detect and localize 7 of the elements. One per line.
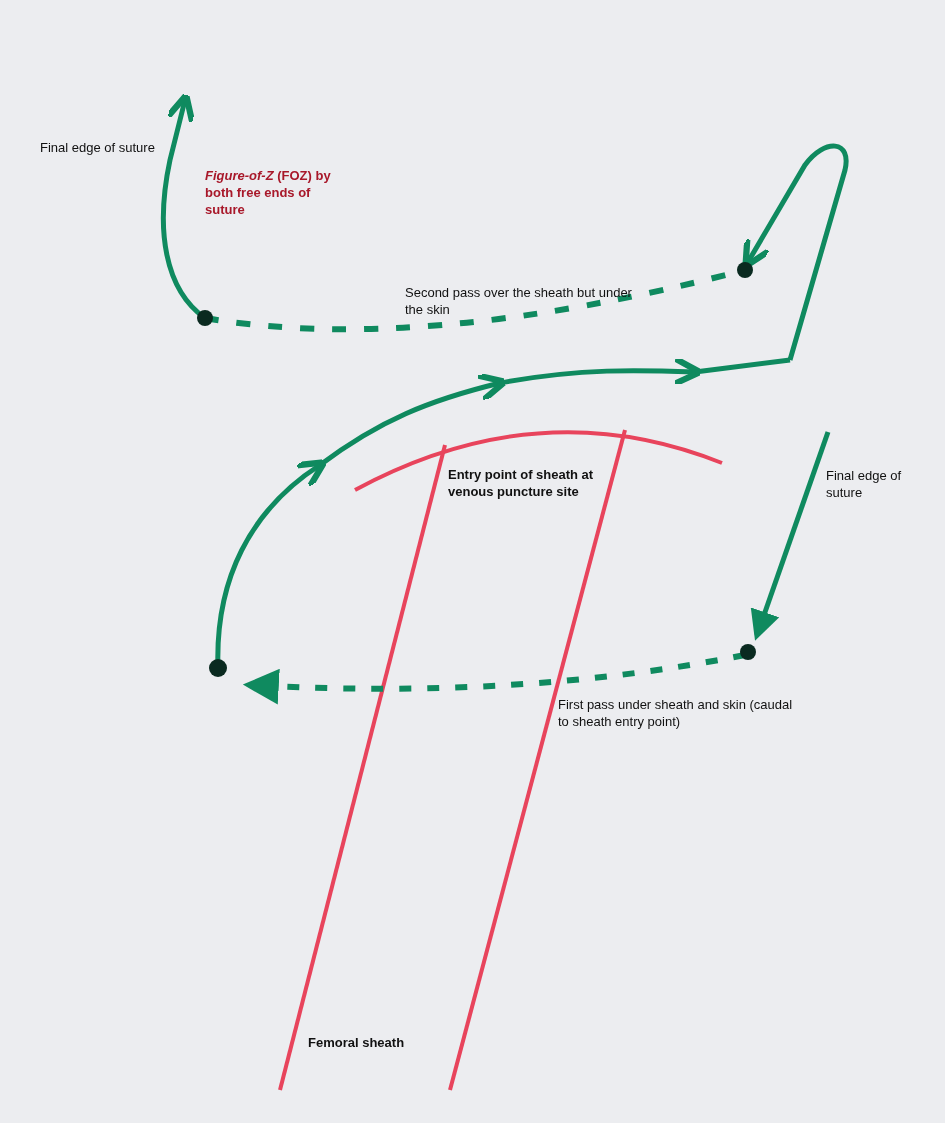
annotation-text: Second pass over the sheath but under the skin bbox=[405, 285, 633, 319]
annotation-text: Final edge of suture bbox=[40, 140, 156, 157]
annotation-text: Femoral sheath bbox=[308, 1035, 406, 1052]
annotation-text: First pass under sheath and skin (caudal to sheath entry point) bbox=[558, 697, 794, 731]
annotation-text: Figure-of-Z (FOZ) by both free ends of suture bbox=[205, 168, 332, 219]
annotation-text: Entry point of sheath at venous puncture site bbox=[448, 467, 595, 501]
annotation-text: Final edge of suture bbox=[826, 468, 903, 502]
